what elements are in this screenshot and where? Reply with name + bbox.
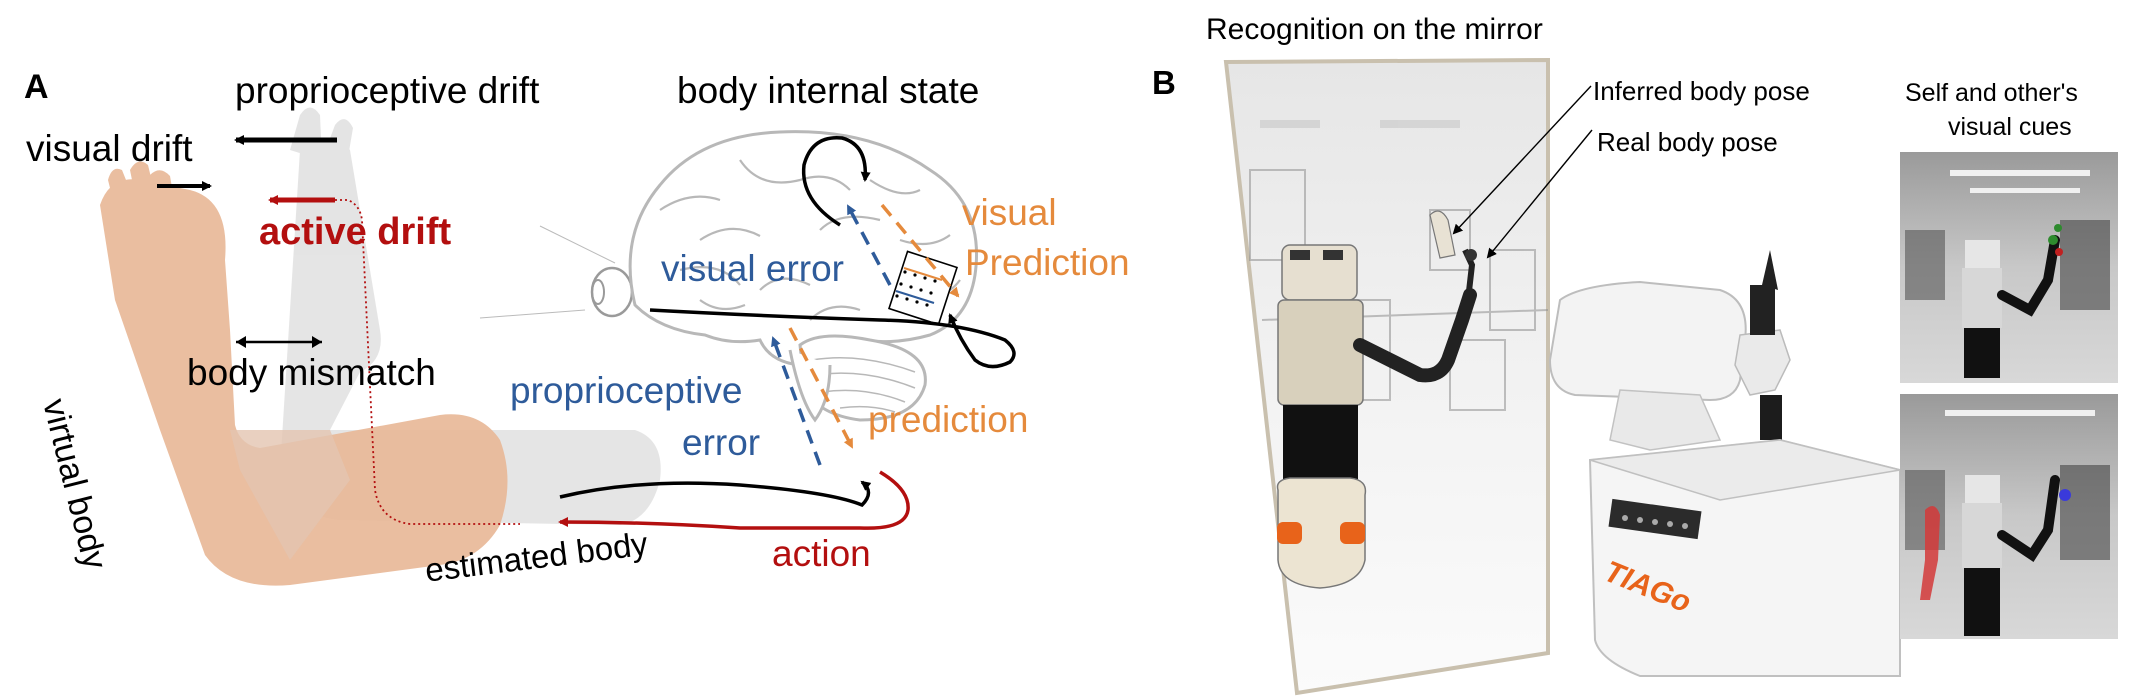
internal-loop-arrow — [801, 136, 871, 227]
inferred-body-pose-label: Inferred body pose — [1593, 76, 1810, 106]
inferred-pose-arrow — [1452, 85, 1592, 235]
camera-view-top — [1900, 152, 2118, 383]
mirror-title: Recognition on the mirror — [1206, 13, 1543, 46]
body-mismatch-arrow — [236, 336, 322, 348]
visual-prediction-label: Prediction — [965, 242, 1130, 283]
action-path — [558, 470, 910, 530]
panel-a-label: A — [24, 68, 49, 106]
proprioceptive-label: proprioceptive — [510, 370, 743, 411]
visual-label: visual — [962, 192, 1057, 233]
prediction-label: prediction — [868, 399, 1029, 440]
real-body-pose-label: Real body pose — [1597, 127, 1778, 157]
real-pose-arrow — [1486, 129, 1593, 259]
visual-prediction-arrow — [880, 203, 960, 298]
error-label: error — [682, 422, 761, 463]
active-drift-label: active drift — [259, 211, 452, 253]
proprioceptive-input-path — [559, 480, 872, 508]
visual-error-label: visual error — [661, 248, 844, 289]
body-mismatch-label: body mismatch — [187, 352, 436, 393]
visual-cues-label-line1: Self and other's — [1905, 79, 2078, 107]
action-label: action — [772, 533, 871, 574]
mirror-icon — [1223, 57, 1550, 696]
body-internal-state-label: body internal state — [677, 70, 980, 111]
panel-b-label: B — [1152, 64, 1176, 101]
eye-icon — [590, 266, 634, 318]
visual-cues-label-line2: visual cues — [1948, 113, 2072, 141]
visual-input-path — [649, 308, 1016, 369]
reflected-robot-icon — [1276, 210, 1477, 589]
visual-error-arrow — [846, 204, 892, 286]
proprioceptive-drift-label: proprioceptive drift — [235, 70, 540, 111]
camera-view-bottom — [1900, 394, 2118, 639]
visual-drift-label: visual drift — [26, 128, 193, 169]
robot-icon — [1548, 250, 1901, 677]
virtual-arm-icon — [100, 161, 508, 586]
neural-grid-icon — [887, 250, 959, 326]
